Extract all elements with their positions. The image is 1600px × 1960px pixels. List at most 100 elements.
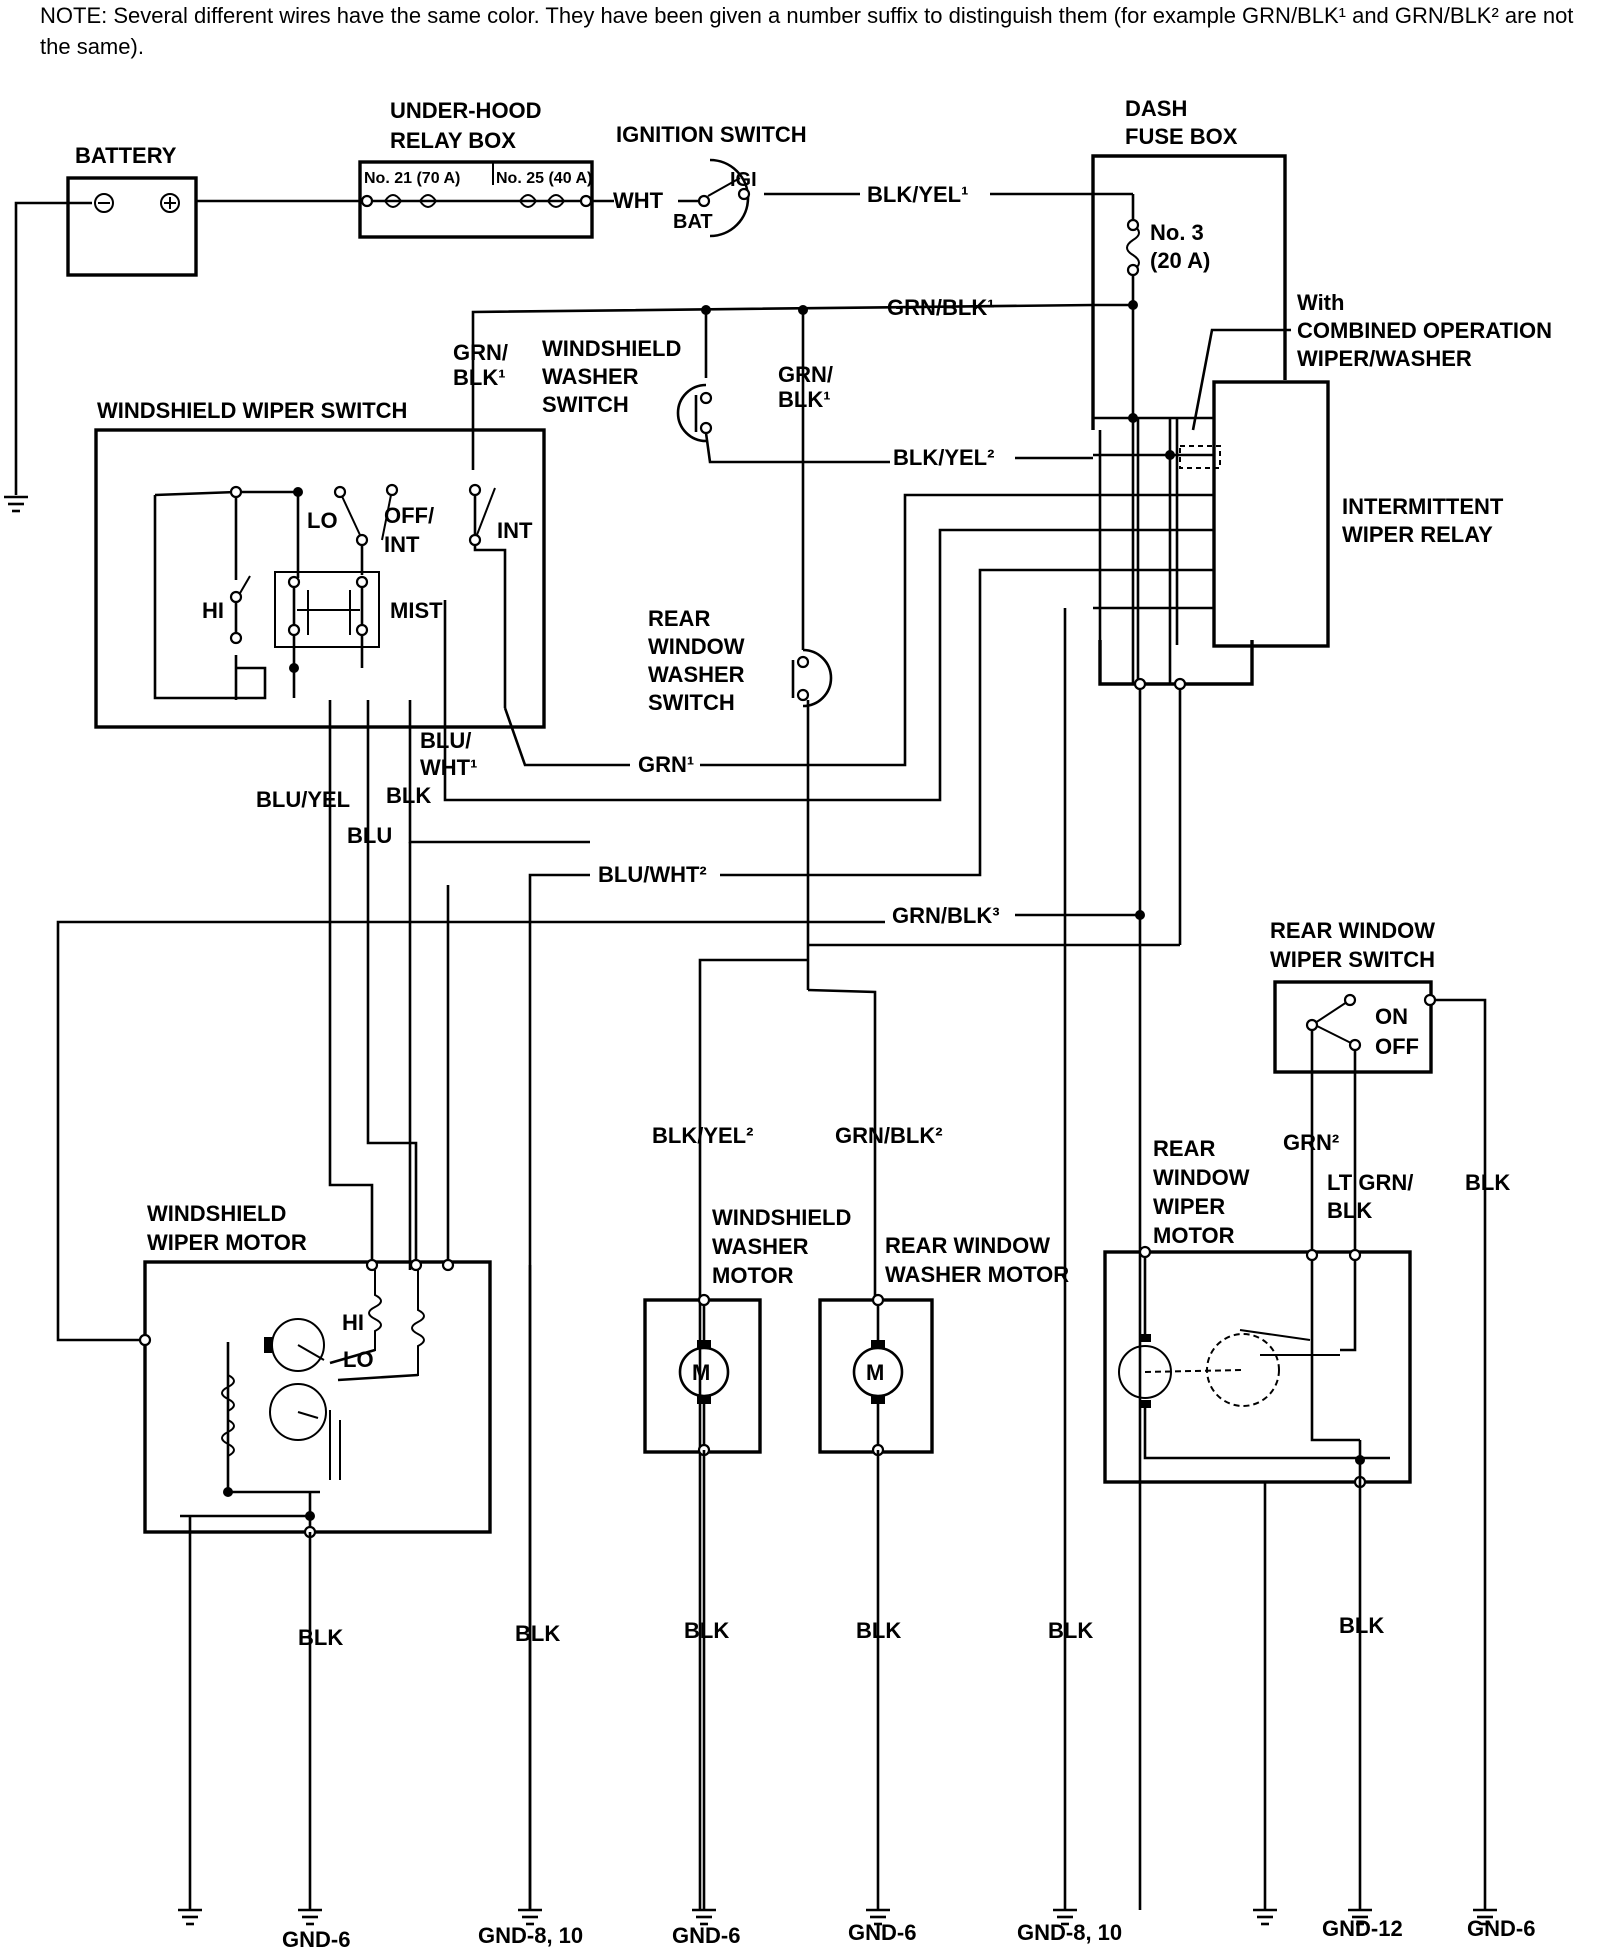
wire-blk-switch-label: BLK [386,783,431,808]
switch-off-label-1: OFF/ [384,503,434,528]
ground-label-5: GND-8, 10 [1017,1920,1122,1945]
wiper-motor-trunk-wires [328,700,532,1910]
rear-switch-off-label: OFF [1375,1034,1419,1059]
wire-grn2-label: GRN² [1283,1130,1339,1155]
rear-wiper-motor-label-4: MOTOR [1153,1223,1235,1248]
windshield-washer-switch [676,383,1093,464]
wire-bluwht1-label-1: BLU/ [420,728,471,753]
underhood-relay-box [196,160,594,239]
ground-label-1: GND-6 [282,1927,350,1952]
switch-int-label: INT [497,518,533,543]
intermittent-wiper-relay [1179,380,1330,648]
rear-wiper-motor-label-3: WIPER [1153,1194,1225,1219]
ws-wiper-motor-label-1: WINDSHIELD [147,1201,286,1226]
fuse-3-label-2: (20 A) [1150,248,1210,273]
grnblk1-feed [471,303,1133,650]
switch-to-relay-wires [408,493,1093,1910]
rear-washer-motor-label-2: WASHER MOTOR [885,1262,1069,1287]
wiper-switch-label: WINDSHIELD WIPER SWITCH [97,398,407,423]
rear-washer-switch-label-2: WINDOW [648,634,745,659]
motor-lo-label: LO [343,1347,374,1372]
with-label-1: With [1297,290,1344,315]
dash-fuse-box-label-2: FUSE BOX [1125,124,1238,149]
relay-label-2: WIPER RELAY [1342,522,1493,547]
ign-bat-label: BAT [673,211,713,233]
wire-blu-label: BLU [347,823,392,848]
rear-switch-on-label: ON [1375,1004,1408,1029]
rear-wiper-switch-label-2: WIPER SWITCH [1270,947,1435,972]
wire-bluwht1-label-2: WHT¹ [420,755,477,780]
ign-ig1-label: IGI [730,169,757,191]
wire-blk-ground-5-label: BLK [1048,1618,1093,1643]
wire-blkyel2-low-label: BLK/YEL² [652,1123,753,1148]
dash-fuse-box-label-1: DASH [1125,96,1187,121]
fuse-21-label: No. 21 (70 A) [364,170,460,187]
rear-washer-switch-label-3: WASHER [648,662,745,687]
ground-label-2: GND-8, 10 [478,1923,583,1948]
switch-mist-label: MIST [390,598,443,623]
wire-bluwht2-label: BLU/WHT² [598,862,707,887]
diagram-note: NOTE: Several different wires have the s… [40,3,1574,59]
wire-blk-rear-label: BLK [1465,1170,1510,1195]
ground-symbol [4,495,28,513]
wire-blkyel1-label: BLK/YEL¹ [867,182,968,207]
wire-blk-ground-2-label: BLK [515,1621,560,1646]
rear-wiper-motor-label-2: WINDOW [1153,1165,1250,1190]
underhood-label-1: UNDER-HOOD [390,98,542,123]
wire-grnblk1-left-label-1: GRN/ [453,340,508,365]
ws-washer-switch-label-2: WASHER [542,364,639,389]
with-label-3: WIPER/WASHER [1297,346,1472,371]
wire-ltgrn-label-2: BLK [1327,1198,1372,1223]
rear-window-washer-switch [791,648,833,990]
switch-lo-label: LO [307,508,338,533]
ground-label-6: GND-12 [1322,1916,1403,1941]
underhood-label-2: RELAY BOX [390,128,516,153]
ground-label-4: GND-6 [848,1920,916,1945]
rear-wiper-switch-label-1: REAR WINDOW [1270,918,1435,943]
rear-window-wiper-motor [1103,1250,1412,1484]
wire-grn1-label: GRN¹ [638,752,694,777]
ground-label-3: GND-6 [672,1923,740,1948]
wire-blk-ground-6-label: BLK [1339,1613,1384,1638]
fuse-3-label-1: No. 3 [1150,220,1204,245]
wire-blk-ground-4-label: BLK [856,1618,901,1643]
m2-label: M [866,1360,884,1385]
rear-washer-switch-label-4: SWITCH [648,690,735,715]
wire-blk-ground-1-label: BLK [298,1625,343,1650]
battery-label: BATTERY [75,143,177,168]
ground-symbols [178,1908,1497,1926]
rear-washer-motor-label-1: REAR WINDOW [885,1233,1050,1258]
switch-off-label-2: INT [384,532,420,557]
relay-connector-lines [1093,416,1214,684]
battery [66,176,198,277]
wire-grnblk3-label: GRN/BLK³ [892,903,1000,928]
wire-grnblk1-left-label-2: BLK¹ [453,365,506,390]
rear-window-wiper-switch [1273,980,1487,1910]
ws-washer-motor-label-3: MOTOR [712,1263,794,1288]
ground-label-7: GND-6 [1467,1916,1535,1941]
ws-washer-switch-label-1: WINDSHIELD [542,336,681,361]
grnblk3-wire [56,684,1182,1910]
ws-wiper-motor-label-2: WIPER MOTOR [147,1230,307,1255]
ws-washer-motor-label-1: WINDSHIELD [712,1205,851,1230]
rear-wiper-motor-label-1: REAR [1153,1136,1215,1161]
wire-bluyel-label: BLU/YEL [256,787,350,812]
wire-blkyel2-top-label: BLK/YEL² [893,445,994,470]
with-label-2: COMBINED OPERATION [1297,318,1552,343]
windshield-wiper-motor [143,1260,492,1534]
wire-grnblk1-top-label: GRN/BLK¹ [887,295,995,320]
wire-grnblk1-mid-label-2: BLK¹ [778,387,831,412]
wire-grnblk2-label: GRN/BLK² [835,1123,943,1148]
windshield-wiper-switch [94,428,546,729]
ws-washer-switch-label-3: SWITCH [542,392,629,417]
wire-wht-label: WHT [613,188,664,213]
relay-label-1: INTERMITTENT [1342,494,1504,519]
wire-grnblk1-mid-label-1: GRN/ [778,362,833,387]
ignition-switch-label: IGNITION SWITCH [616,122,807,147]
rear-washer-switch-label-1: REAR [648,606,710,631]
motor-hi-label: HI [342,1310,364,1335]
wire-blk-ground-3-label: BLK [684,1618,729,1643]
battery-ground-wire [14,201,92,495]
switch-hi-label: HI [202,598,224,623]
